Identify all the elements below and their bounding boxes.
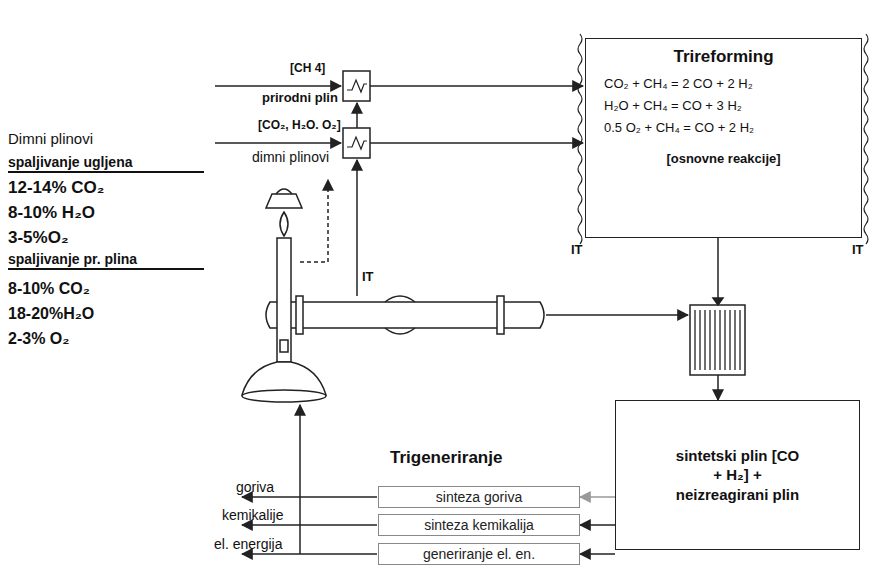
coil-winding: [694, 310, 695, 370]
gas-composition: 2-3% O₂: [8, 330, 69, 348]
syngas-box: sintetski plin [CO + H₂] + neizreagirani…: [615, 400, 860, 550]
insulation-wave: [864, 34, 868, 244]
section-title: Dimni plinovi: [8, 130, 93, 147]
coil-winding: [699, 310, 700, 370]
burner-air-hole: [280, 340, 288, 352]
output-arrow: [242, 524, 377, 526]
gas-composition: 8-10% H₂O: [8, 203, 95, 223]
section-heading: spaljivanje pr. plina: [8, 251, 204, 270]
output-label: el. energija: [214, 536, 283, 552]
burner-hood: [276, 189, 292, 194]
coil-exchanger: [690, 305, 745, 375]
box-text: CO₂ + CH₄ = 2 CO + 2 H₂: [596, 73, 753, 95]
flue-line: [370, 142, 583, 144]
gas-composition: 3-5%O₂: [8, 228, 68, 248]
insulation-wave: [578, 34, 582, 244]
coil-winding: [729, 310, 730, 370]
process-box: generiranje el. en.: [378, 543, 580, 565]
gas-line: [215, 85, 341, 87]
it-label: IT: [362, 270, 374, 285]
stream-label: dimni plinovi: [252, 149, 329, 165]
tube-bellows: [385, 296, 415, 334]
stream-label: [CO₂, H₂O. O₂]: [258, 119, 341, 133]
coil-winding: [704, 310, 705, 370]
arrowhead: [713, 298, 723, 305]
heat-line: [356, 160, 358, 296]
output-arrow: [242, 553, 377, 555]
flow-arrow: [580, 553, 615, 555]
burner-hood: [266, 194, 302, 208]
output-arrow: [242, 496, 377, 498]
section-heading: spaljivanje ugljena: [8, 154, 204, 173]
coil-winding: [724, 310, 725, 370]
heat-exchanger-symbol: [347, 137, 367, 149]
feedback-arrow: [299, 405, 301, 554]
heat-line: [546, 314, 688, 316]
coil-winding: [734, 310, 735, 370]
output-label: kemikalije: [222, 507, 283, 523]
coil-winding: [714, 310, 715, 370]
flue-dashed-arrow: [300, 180, 328, 262]
coil-winding: [739, 310, 740, 370]
burner-tube: [277, 238, 291, 362]
output-label: goriva: [236, 479, 274, 495]
coil-winding: [719, 310, 720, 370]
gas-composition: 18-20%H₂O: [8, 305, 94, 323]
burner-flame: [280, 212, 288, 236]
box-title: Trireforming: [673, 47, 773, 67]
box-text: H₂O + CH₄ = CO + 3 H₂: [596, 95, 742, 117]
burner-base: [242, 390, 326, 402]
box-text: [osnovne reakcije]: [666, 151, 780, 166]
box-text: sinteza kemikalija: [424, 517, 534, 533]
gas-line: [370, 85, 583, 87]
box-text: generiranje el. en.: [423, 546, 535, 562]
tube-flange: [497, 296, 504, 334]
reactor-box: TrireformingCO₂ + CH₄ = 2 CO + 2 H₂H₂O +…: [585, 38, 862, 238]
heat-exchanger: [343, 128, 370, 158]
flow-arrow: [580, 496, 615, 498]
it-label: IT: [571, 243, 583, 258]
flue-line: [215, 142, 341, 144]
gas-composition: 12-14% CO₂: [8, 178, 104, 198]
it-label: IT: [852, 243, 864, 258]
box-text: 0.5 O₂ + CH₄ = CO + 2 H₂: [596, 117, 754, 139]
gas-composition: 8-10% CO₂: [8, 280, 90, 298]
box-text: sinteza goriva: [436, 489, 522, 505]
heat-exchanger: [343, 71, 370, 101]
flow-arrow: [580, 524, 615, 526]
process-box: sinteza kemikalija: [378, 514, 580, 536]
coil-winding: [709, 310, 710, 370]
heat-line: [356, 103, 358, 128]
stream-label: prirodni plin: [262, 91, 338, 106]
stream-label: [CH 4]: [290, 62, 325, 76]
tube-flange: [296, 296, 303, 334]
process-box: sinteza goriva: [378, 486, 580, 508]
box-text: sintetski plin [CO + H₂] + neizreagirani…: [674, 446, 802, 505]
section-title: Trigeneriranje: [390, 448, 502, 468]
heat-exchanger-symbol: [347, 80, 367, 92]
coil-windings: [695, 310, 740, 370]
